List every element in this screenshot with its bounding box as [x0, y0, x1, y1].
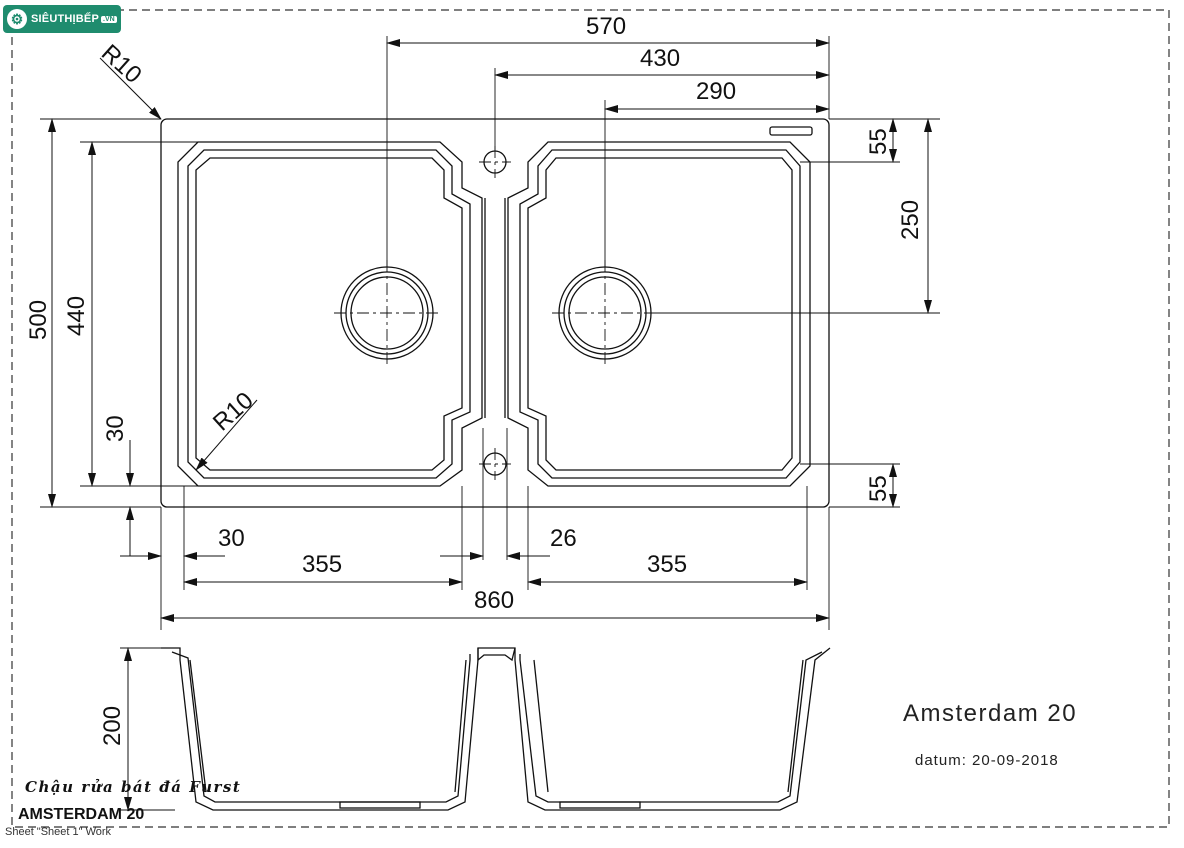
product-caption: Chậu rửa bát đá Furst: [25, 778, 242, 796]
radius-top-label: R10: [96, 39, 147, 89]
radius-bottom-label: R10: [208, 387, 259, 437]
logo-mark-icon: ⚙: [7, 9, 27, 29]
dim-430: 430: [640, 45, 680, 72]
dim-440: 440: [63, 296, 90, 336]
dim-30-horizontal: 30: [218, 525, 245, 552]
sheet-border: [11, 9, 1170, 828]
brand-logo: ⚙ SIÊUTHỊBẾP .VN: [3, 5, 121, 33]
right-bowl: [507, 141, 811, 487]
logo-suffix: .VN: [101, 15, 117, 23]
drawing-date: datum: 20-09-2018: [915, 752, 1059, 769]
dim-570: 570: [586, 13, 626, 40]
dim-30-vertical: 30: [102, 415, 129, 442]
dim-860: 860: [474, 587, 514, 614]
dim-55-top: 55: [865, 128, 892, 155]
dim-355-right: 355: [647, 551, 687, 578]
side-view: [161, 647, 831, 811]
overflow-slot: [769, 126, 813, 136]
dim-290: 290: [696, 78, 736, 105]
logo-text: SIÊUTHỊBẾP: [31, 13, 100, 25]
dim-355-left: 355: [302, 551, 342, 578]
drawing-title: Amsterdam 20: [903, 700, 1078, 727]
dim-200: 200: [99, 706, 126, 746]
model-caption: AMSTERDAM 20: [18, 806, 145, 823]
dim-250: 250: [897, 200, 924, 240]
sheet-note: Sheet "Sheet 1" Work: [5, 826, 112, 838]
dim-500: 500: [25, 300, 52, 340]
dim-55-bottom: 55: [865, 475, 892, 502]
dim-26: 26: [550, 525, 577, 552]
